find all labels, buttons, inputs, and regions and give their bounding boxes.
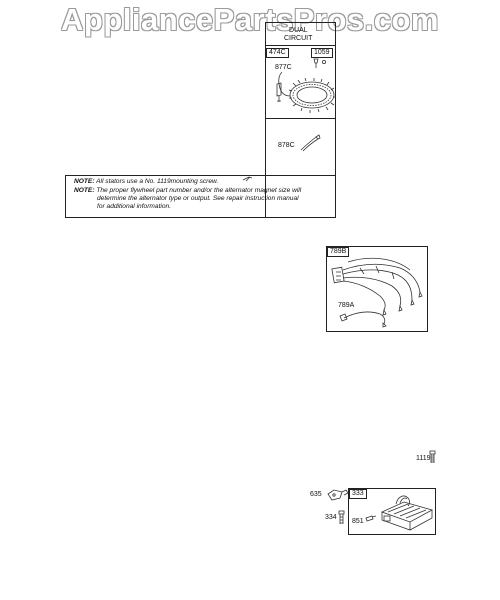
part-tag-333[interactable]: 333 (349, 489, 367, 499)
part-label-334[interactable]: 334 (325, 514, 337, 521)
part-label-878C[interactable]: 878C (278, 142, 295, 149)
note-2: NOTE: The proper flywheel part number an… (74, 187, 301, 195)
notes-box (65, 175, 336, 218)
note-2-line2: determine the alternator type or output.… (97, 195, 299, 202)
screw-washer-icon (313, 58, 326, 68)
regulator-module-icon (380, 495, 434, 531)
note-2-label: NOTE: (74, 187, 95, 194)
note-1: NOTE: All stators use a No. 1119mounting… (74, 178, 218, 186)
dual-circuit-title-line1: DUAL (289, 27, 308, 34)
part-tag-474C[interactable]: 474C (266, 48, 289, 58)
lead-wire-icon (300, 134, 321, 152)
regulator-panel (348, 488, 436, 535)
note-2-line3: for additional information. (97, 203, 172, 210)
harness-panel (326, 246, 428, 332)
part-tag-1059[interactable]: 1059 (311, 48, 333, 58)
note-1-label: NOTE: (74, 178, 95, 185)
part-label-1119[interactable]: 1119 (416, 455, 431, 462)
watermark-logo: AppliancePartsPros.com (61, 2, 439, 37)
screw-851-icon (365, 515, 377, 522)
wiring-harness-icon (331, 257, 423, 328)
note-2-line1: The proper flywheel part number and/or t… (96, 187, 302, 194)
part-tag-789B[interactable]: 789B (327, 247, 350, 257)
part-label-789A[interactable]: 789A (338, 302, 355, 309)
note-1-text: All stators use a No. 1119mounting screw… (96, 178, 219, 185)
dual-circuit-title-line2: CIRCUIT (284, 35, 313, 42)
part-label-877C[interactable]: 877C (275, 64, 292, 71)
part-label-851[interactable]: 851 (352, 518, 364, 525)
stator-coil-icon (276, 71, 336, 113)
screw-334-icon (338, 510, 345, 524)
dual-circuit-header (265, 22, 336, 46)
stator-divider (265, 118, 336, 119)
mounting-screw-icon (242, 176, 253, 182)
part-label-635[interactable]: 635 (310, 491, 322, 498)
clip-635-icon (327, 489, 349, 501)
screw-1119-icon (429, 450, 436, 463)
